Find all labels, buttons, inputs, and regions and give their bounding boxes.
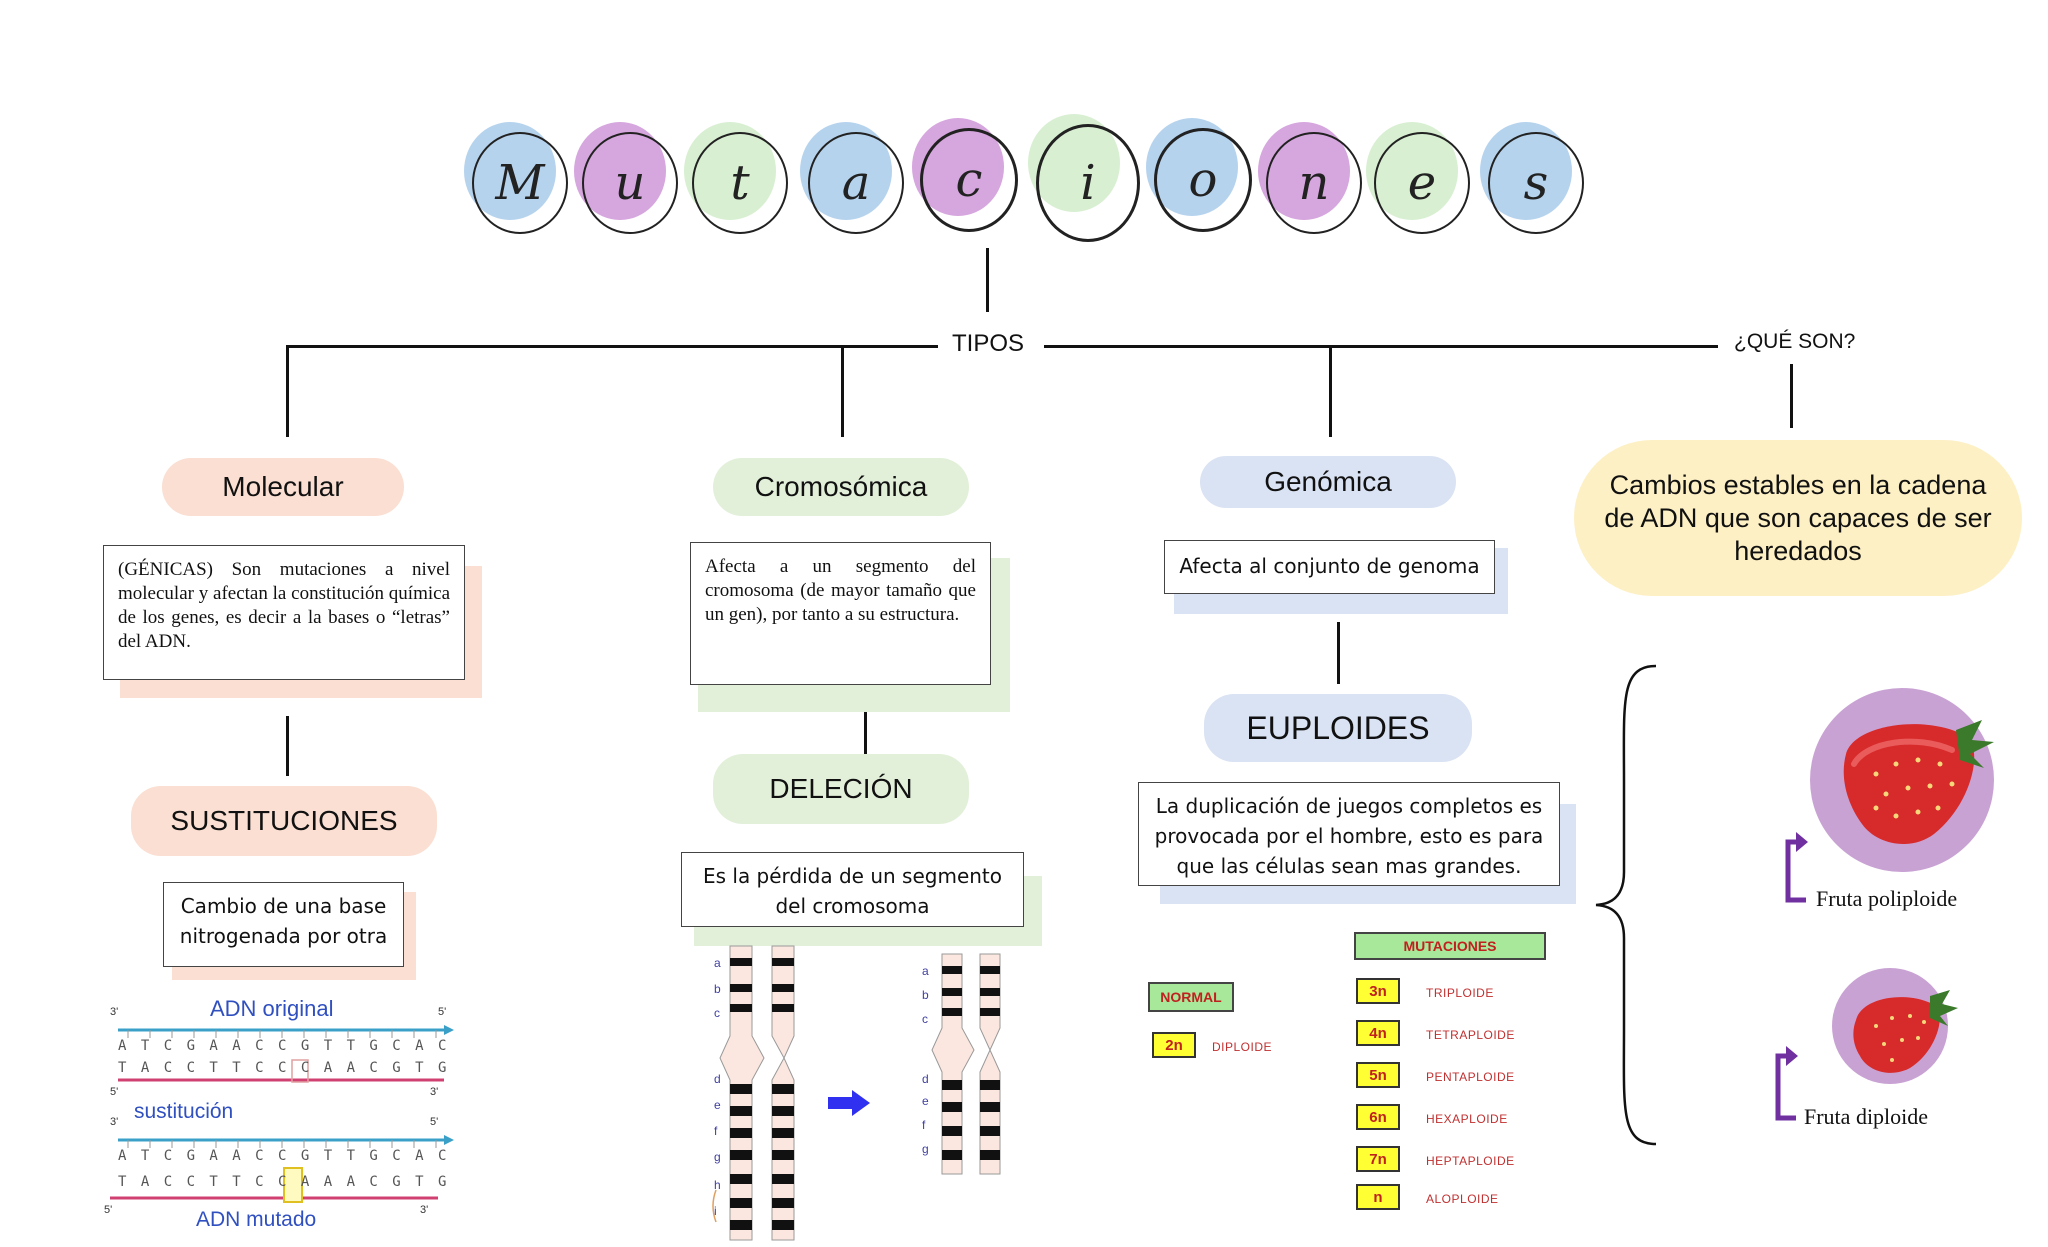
band-label-before-e: e <box>714 1098 721 1112</box>
mutacion-name-1: TRIPLOIDE <box>1426 986 1494 1000</box>
tipos-label: TIPOS <box>952 330 1025 357</box>
dna-mutated-title: ADN mutado <box>196 1208 317 1231</box>
cromosomica-pill: Cromosómica <box>713 458 969 516</box>
molecular-description: (GÉNICAS) Son mutaciones a nivel molecul… <box>103 545 465 680</box>
band-label-after-d: d <box>922 1072 929 1086</box>
delecion-pill: DELECIÓN <box>713 754 969 824</box>
genomica-description: Afecta al conjunto de genoma <box>1164 540 1495 594</box>
diploid-arrow-icon <box>1770 1044 1800 1124</box>
euploides-description: La duplicación de juegos completos es pr… <box>1138 782 1560 886</box>
dna-end-bottom-left: 5' <box>104 1204 113 1216</box>
dna-end-top-left: 3' <box>110 1006 119 1018</box>
mutacion-code-3: 5n <box>1356 1062 1400 1088</box>
mutaciones-header: MUTACIONES <box>1354 932 1546 960</box>
dna-end-low-right: 5' <box>430 1116 439 1128</box>
polyploid-caption: Fruta poliploide <box>1816 886 1958 911</box>
dna-end-mid-left: 5' <box>110 1086 119 1098</box>
dna-original-title: ADN original <box>210 996 334 1021</box>
mutacion-code-5: 7n <box>1356 1146 1400 1172</box>
band-label-before-d: d <box>714 1072 721 1086</box>
band-label-after-e: e <box>922 1094 929 1108</box>
mutacion-name-6: ALOPLOIDE <box>1426 1192 1499 1206</box>
band-label-after-c: c <box>922 1012 928 1026</box>
dna-end-bottom-right: 3' <box>420 1204 429 1216</box>
dna-strand-top-2: T A C C T T C C C A A C G T G <box>118 1060 450 1076</box>
cromosomica-sub-connector <box>864 712 867 754</box>
tipos-line-right <box>1044 345 1718 348</box>
mutacion-code-2: 4n <box>1356 1020 1400 1046</box>
title-letter-n: n <box>1258 122 1362 236</box>
dna-substitution-title: sustitución <box>134 1100 234 1123</box>
normal-name: DIPLOIDE <box>1212 1040 1273 1054</box>
sustituciones-pill: SUSTITUCIONES <box>131 786 437 856</box>
band-label-before-c: c <box>714 1006 720 1020</box>
cromosomica-description: Afecta a un segmento del cromosoma (de m… <box>690 542 991 685</box>
title-letter-m: M <box>464 122 568 236</box>
dna-strand-bottom-2: T A C C T T C C A A A C G T G <box>118 1174 450 1190</box>
band-label-after-g: g <box>922 1142 929 1156</box>
title-letter-s: s <box>1480 122 1584 236</box>
band-label-after-a: a <box>922 964 929 978</box>
title-letter-i: i <box>1028 114 1140 242</box>
que-son-branch <box>1790 364 1793 428</box>
definition-bubble: Cambios estables en la cadena de ADN que… <box>1574 440 2022 596</box>
band-label-before-f: f <box>714 1124 718 1138</box>
sustituciones-description: Cambio de una base nitrogenada por otra <box>163 882 404 967</box>
mutacion-code-4: 6n <box>1356 1104 1400 1130</box>
strawberry-polyploid <box>1806 684 1998 874</box>
molecular-branch <box>286 345 289 437</box>
polyploid-arrow-icon <box>1780 830 1810 906</box>
band-label-after-f: f <box>922 1118 926 1132</box>
tipos-line-left <box>286 345 938 348</box>
que-son-label: ¿QUÉ SON? <box>1734 330 1856 353</box>
diploid-caption: Fruta diploide <box>1804 1104 1929 1129</box>
title-letter-u: u <box>574 122 678 236</box>
dna-end-mid-right: 3' <box>430 1086 439 1098</box>
title-letter-e: e <box>1366 122 1470 236</box>
strawberry-diploid <box>1826 960 1962 1096</box>
cromosomica-branch <box>841 345 844 437</box>
title-letter-a: a <box>800 122 904 236</box>
title-connector <box>986 248 989 312</box>
molecular-sub-connector <box>286 716 289 776</box>
mutacion-name-3: PENTAPLOIDE <box>1426 1070 1515 1084</box>
normal-code: 2n <box>1152 1032 1196 1058</box>
title-letter-c: c <box>912 118 1018 232</box>
euploides-pill: EUPLOIDES <box>1204 694 1472 762</box>
dna-strand-top-1: A T C G A A C C G T T G C A C <box>118 1038 450 1054</box>
genomica-sub-connector <box>1337 622 1340 684</box>
delecion-description: Es la pérdida de un segmento del cromoso… <box>681 852 1024 927</box>
band-label-before-i: i <box>714 1204 717 1218</box>
mutacion-name-2: TETRAPLOIDE <box>1426 1028 1515 1042</box>
mutacion-code-1: 3n <box>1356 978 1400 1004</box>
normal-header: NORMAL <box>1148 982 1234 1012</box>
molecular-pill: Molecular <box>162 458 404 516</box>
band-label-before-g: g <box>714 1150 721 1164</box>
genomica-branch <box>1329 345 1332 437</box>
mutacion-name-4: HEXAPLOIDE <box>1426 1112 1508 1126</box>
mutacion-name-5: HEPTAPLOIDE <box>1426 1154 1515 1168</box>
mutacion-code-6: n <box>1356 1184 1400 1210</box>
title-letter-t: t <box>684 122 788 236</box>
band-label-before-a: a <box>714 956 721 970</box>
band-label-before-h: h <box>714 1178 721 1192</box>
dna-strand-bottom-1: A T C G A A C C G T T G C A C <box>118 1148 450 1164</box>
curly-brace <box>1590 662 1660 1148</box>
band-label-after-b: b <box>922 988 929 1002</box>
dna-substitution-figure: ADN original 3' 5' A T C G A A C C G T T… <box>104 996 460 1240</box>
dna-end-top-right: 5' <box>438 1006 447 1018</box>
chromosome-deletion-figure: a b c d e f g h i a b c d e f g <box>706 944 1006 1242</box>
band-label-before-b: b <box>714 982 721 996</box>
title-letter-o: o <box>1146 118 1252 232</box>
genomica-pill: Genómica <box>1200 456 1456 508</box>
dna-end-low-left: 3' <box>110 1116 119 1128</box>
